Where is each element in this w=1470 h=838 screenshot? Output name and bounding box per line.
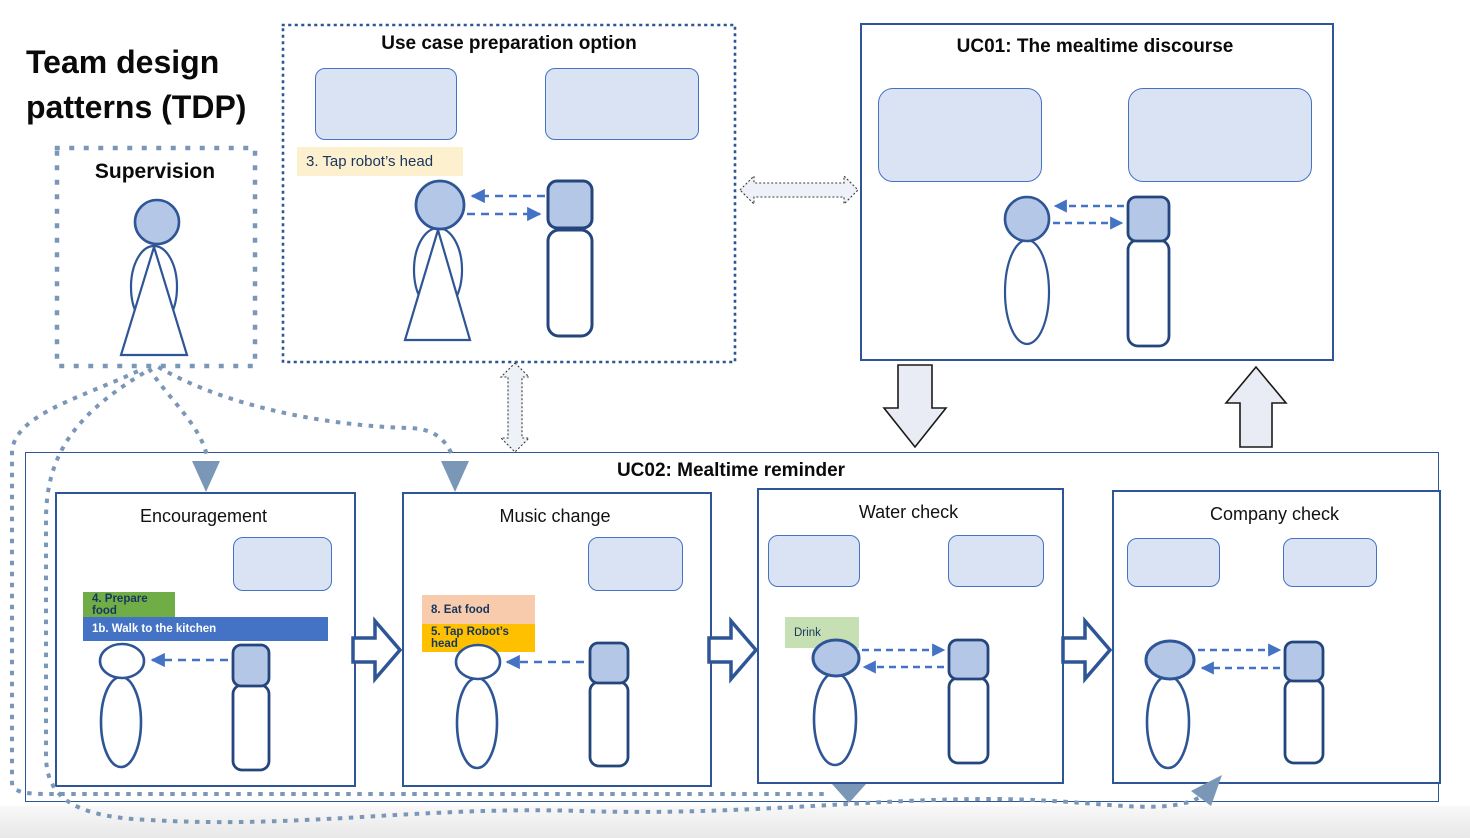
panel-music-change-title: Music change: [499, 506, 611, 526]
block-arrow-down: [882, 364, 948, 449]
block-arrow-up: [1224, 365, 1288, 448]
person-head: [133, 198, 181, 246]
encouragement-label-2: 1b. Walk to the kitchen: [83, 617, 328, 641]
dotted-link-to-encouragement: [147, 367, 210, 459]
prep-robot-figure: [546, 179, 594, 338]
robot-head: [546, 179, 594, 230]
person-skirt: [119, 243, 189, 357]
supervision-title: Supervision: [94, 160, 216, 183]
double-arrow-prep-uc01: [739, 174, 859, 206]
prep-person-figure: [403, 179, 472, 342]
person-skirt: [403, 226, 472, 342]
prep-dialog-arrows: [467, 188, 545, 222]
option-double-arrows: [499, 174, 859, 453]
encouragement-chip: [233, 537, 332, 591]
prep-box-title: Use case preparation option: [381, 33, 637, 54]
prep-chip-2: [545, 68, 699, 140]
water-check-label-drink: Drink: [785, 617, 859, 648]
company-check-chip-2: [1283, 538, 1377, 587]
music-change-label-2: 5. Tap Robot’s head: [422, 624, 535, 652]
page-title: Team design patterns (TDP): [26, 44, 247, 125]
panel-encouragement-title: Encouragement: [139, 506, 268, 526]
panel-water-check-title: Water check: [858, 502, 959, 522]
encouragement-label-1: 4. Prepare food: [83, 592, 175, 617]
prep-chip-1: [315, 68, 457, 140]
music-change-label-1: 8. Eat food: [422, 595, 535, 624]
double-arrow-prep-uc02: [499, 362, 531, 453]
uc02-title: UC02: Mealtime reminder: [616, 460, 846, 481]
company-check-chip-1: [1127, 538, 1220, 587]
supervision-person-figure: [119, 198, 189, 357]
uc01-chip-2: [1128, 88, 1312, 182]
dotted-link-to-music-change: [157, 365, 456, 460]
person-head: [414, 179, 466, 231]
uc01-box: [860, 23, 1334, 361]
panel-company-check-title: Company check: [1209, 504, 1340, 524]
uc01-chip-1: [878, 88, 1042, 182]
panel-company-check: [1112, 490, 1441, 784]
prep-step-label: 3. Tap robot’s head: [297, 147, 463, 176]
uc01-uc02-block-arrows: [882, 364, 1288, 449]
water-check-chip-1: [768, 535, 860, 587]
slide-bottom-edge: [0, 806, 1470, 838]
robot-body: [546, 228, 594, 338]
person-body: [129, 244, 179, 330]
uc01-title: UC01: The mealtime discourse: [956, 36, 1234, 57]
person-body: [412, 226, 464, 314]
music-change-chip: [588, 537, 683, 591]
water-check-chip-2: [948, 535, 1044, 587]
